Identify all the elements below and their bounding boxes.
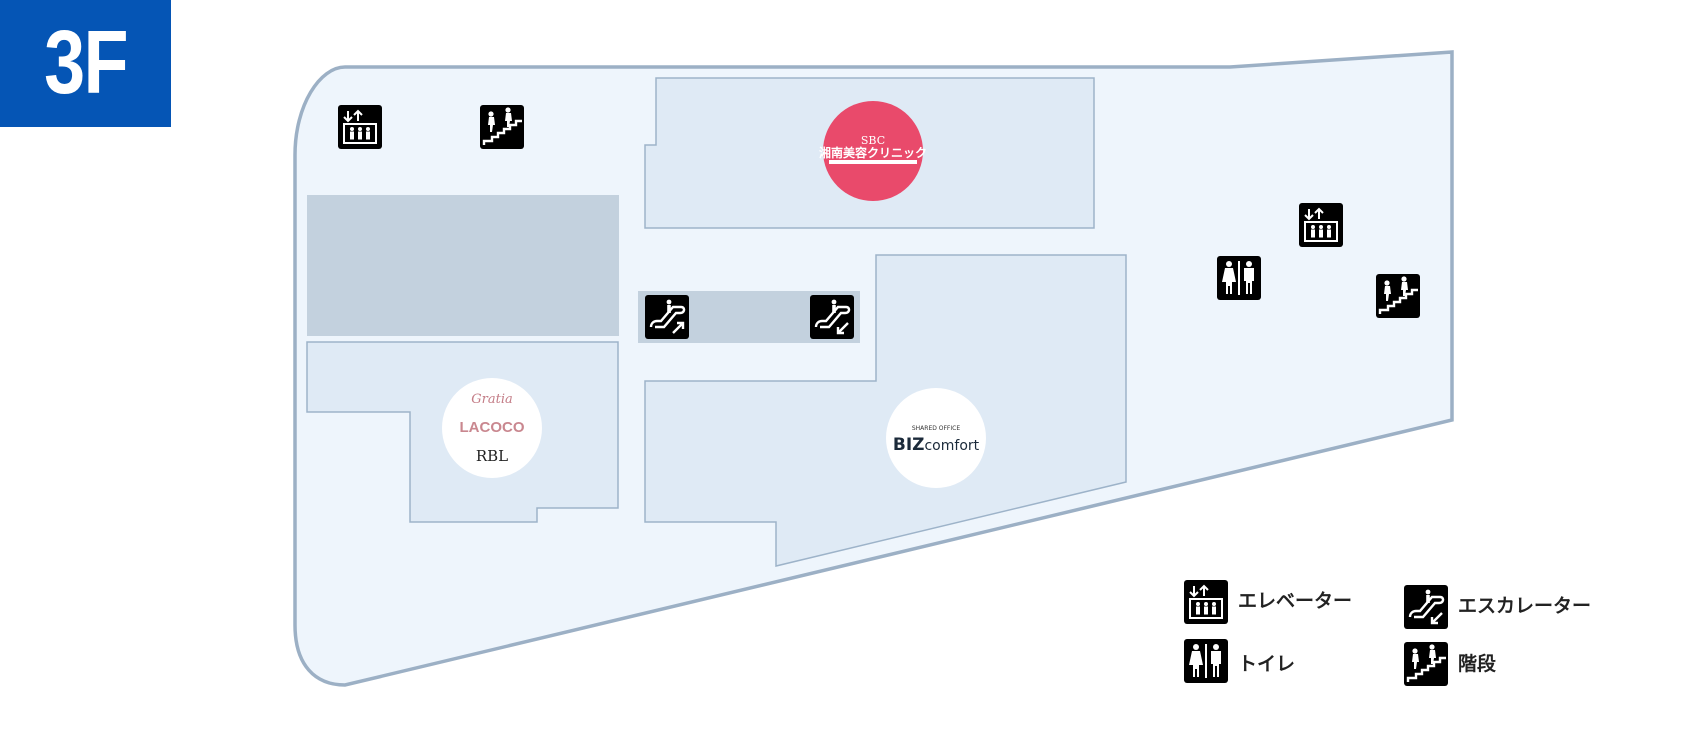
stairs-icon — [480, 105, 524, 149]
tenant-logo-gratia[interactable]: Gratia LACOCO RBL — [442, 378, 542, 478]
sbc-abbr: SBC — [861, 134, 885, 147]
legend-escalator-icon — [1404, 585, 1448, 629]
legend-elevator-label: エレベーター — [1238, 590, 1352, 612]
legend-escalator-label: エスカレーター — [1458, 595, 1591, 617]
brand-rbl: RBL — [476, 447, 508, 465]
elevator-icon — [338, 105, 382, 149]
floor-label: 3F — [44, 13, 128, 113]
stairs-icon — [1376, 274, 1420, 318]
svg-text:BIZcomfort: BIZcomfort — [893, 435, 980, 455]
bizcomfort-tagline: SHARED OFFICE — [912, 425, 960, 432]
elevator-icon — [1299, 203, 1343, 247]
tenant-space-bizcomfort — [644, 254, 1127, 567]
floor-badge: 3F — [0, 0, 171, 127]
tenant-logo-bizcomfort[interactable]: SHARED OFFICE BIZcomfort — [886, 388, 986, 488]
brand-lacoco: LACOCO — [460, 419, 525, 436]
sbc-name: 湘南美容クリニック — [819, 145, 927, 160]
brand-gratia: Gratia — [471, 392, 512, 407]
bizcomfort-light: comfort — [924, 438, 979, 454]
vacant-area — [307, 195, 619, 336]
legend-stairs-icon — [1404, 642, 1448, 686]
legend-toilet-label: トイレ — [1238, 653, 1295, 675]
tenant-logo-sbc[interactable]: SBC 湘南美容クリニック — [819, 101, 927, 201]
toilet-icon — [1217, 256, 1261, 300]
escalator-down-icon — [810, 295, 854, 339]
bizcomfort-bold: BIZ — [893, 435, 925, 455]
escalator-up-icon — [645, 295, 689, 339]
legend-toilet-icon — [1184, 639, 1228, 683]
legend-elevator-icon — [1184, 580, 1228, 624]
legend-stairs-label: 階段 — [1458, 652, 1497, 675]
